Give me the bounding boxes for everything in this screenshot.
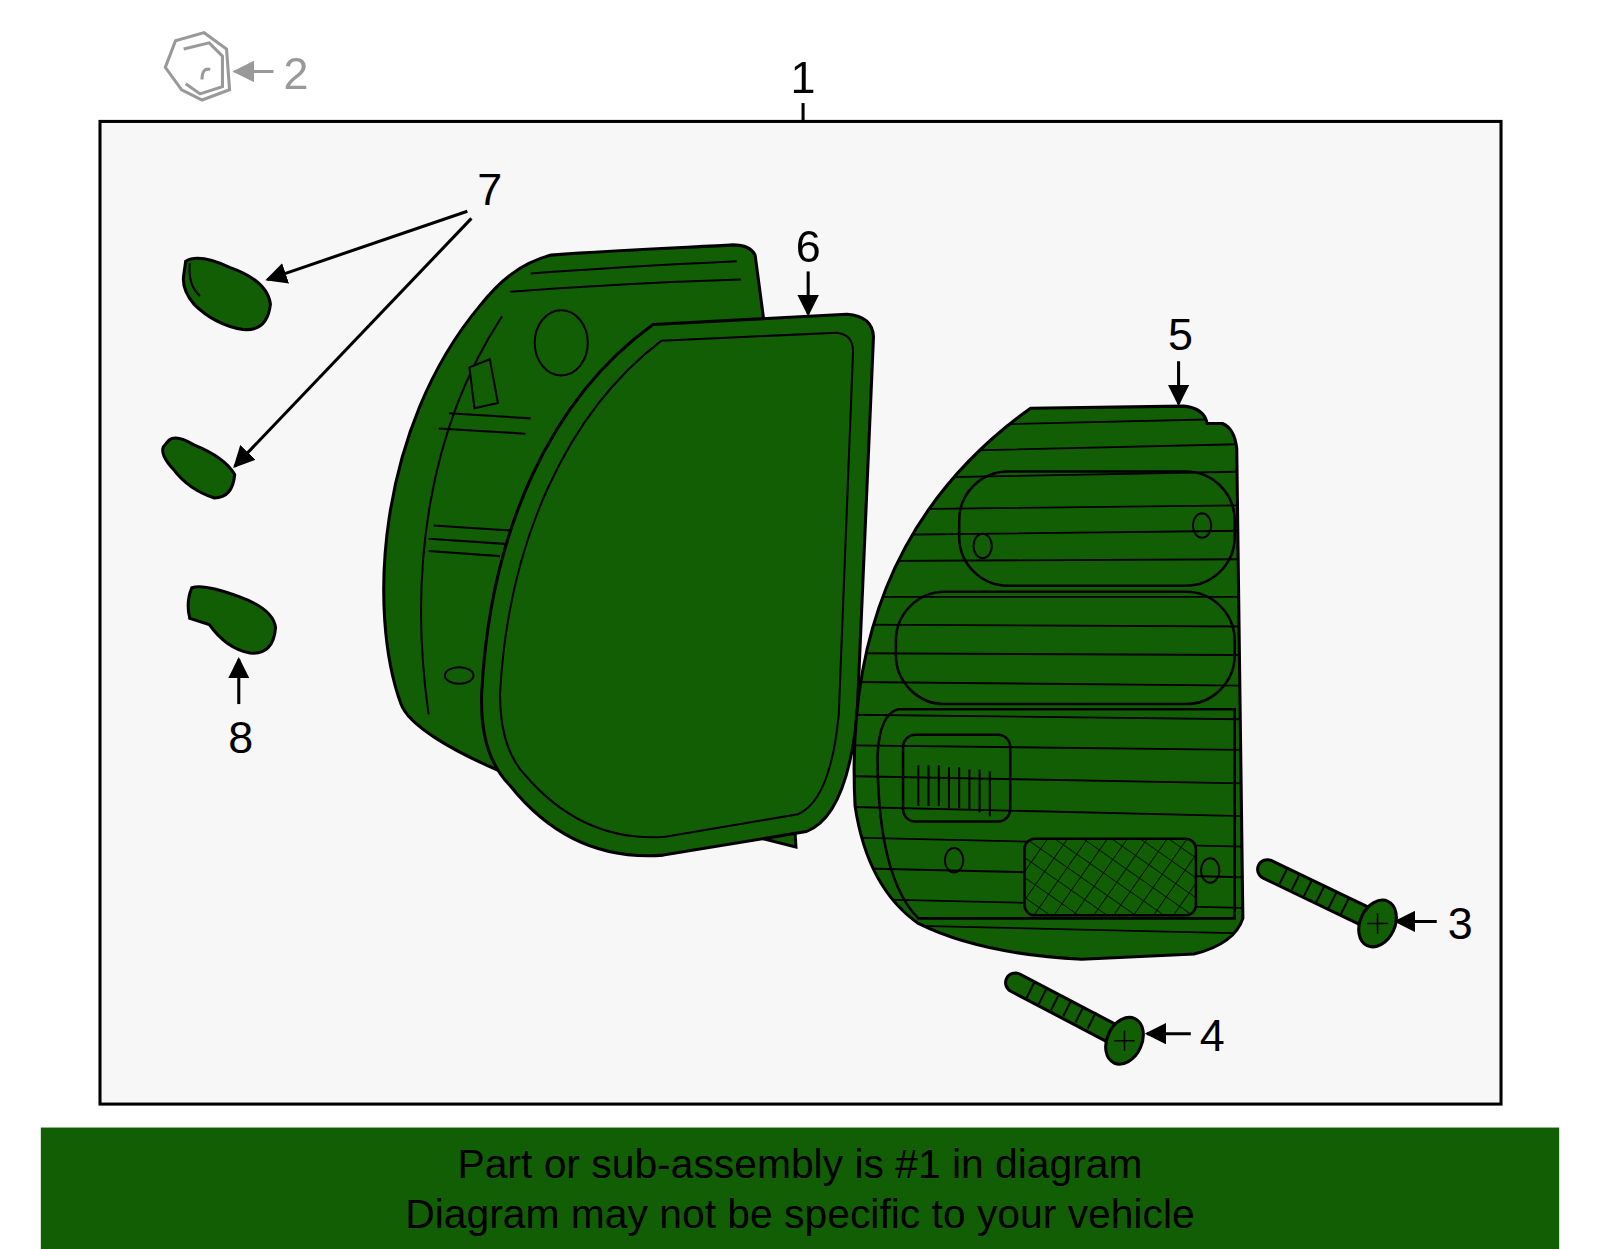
bulb-sockets xyxy=(163,258,276,653)
lens-gasket xyxy=(482,314,874,855)
note-text: Diagram may not be specific to your vehi… xyxy=(405,1188,1194,1238)
callout-number: 5 xyxy=(1168,312,1193,357)
assembly-frame xyxy=(100,121,1501,1104)
callout-number: 6 xyxy=(796,224,821,269)
callout-number: 2 xyxy=(283,51,308,96)
callout-number: 1 xyxy=(791,55,816,100)
gasket-icon xyxy=(165,33,229,100)
callout-number: 3 xyxy=(1448,901,1473,946)
callout-number: 7 xyxy=(477,167,502,212)
tail-lamp-lens xyxy=(816,406,1255,959)
note-text: Part or sub-assembly is #1 in diagram xyxy=(457,1138,1142,1188)
leader-lines xyxy=(235,211,1437,1033)
callout-number: 4 xyxy=(1200,1013,1225,1058)
note-band: Part or sub-assembly is #1 in diagramDia… xyxy=(41,1128,1559,1249)
callout-number: 8 xyxy=(228,715,253,760)
screws xyxy=(1015,867,1403,1070)
